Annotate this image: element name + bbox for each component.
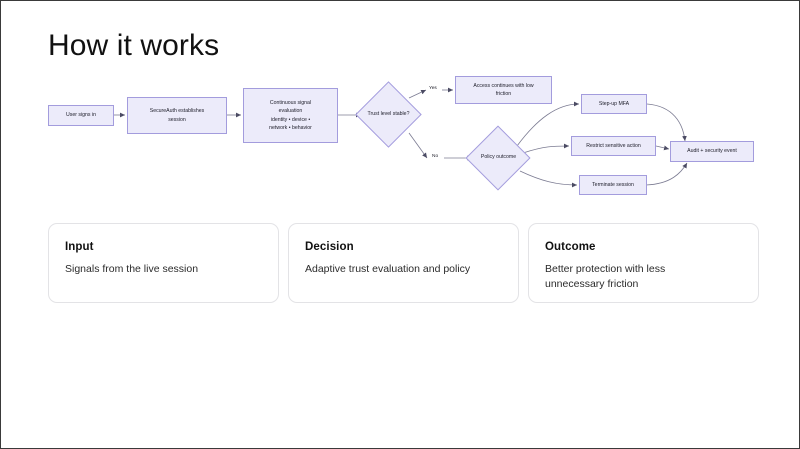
card-title: Outcome bbox=[545, 241, 596, 253]
flow-node-user-signs-in[interactable]: User signs in bbox=[48, 105, 114, 126]
card-title: Input bbox=[65, 241, 94, 253]
flow-node-label: Step-up MFA bbox=[598, 100, 630, 107]
card-body: Adaptive trust evaluation and policy bbox=[305, 263, 471, 275]
card-title: Decision bbox=[305, 241, 354, 253]
flow-node-label: User signs in bbox=[66, 112, 96, 119]
flow-node-secureauth-session[interactable]: SecureAuth establishes session bbox=[127, 97, 227, 134]
card-body: Signals from the live session bbox=[65, 263, 199, 275]
page-title: How it works bbox=[48, 29, 220, 62]
flow-node-label: Continuous signal evaluation identity • … bbox=[269, 100, 312, 131]
flow-node-step-up-mfa[interactable]: Step-up MFA bbox=[581, 94, 647, 114]
flow-decision-policy-outcome-label: Policy outcome bbox=[480, 154, 517, 161]
flow-node-continuous-signal[interactable]: Continuous signal evaluation identity • … bbox=[243, 88, 338, 143]
flow-node-label: Restrict sensitive action bbox=[586, 142, 641, 149]
card-body: Better protection with less unnecessary … bbox=[545, 263, 666, 291]
flow-node-terminate-session[interactable]: Terminate session bbox=[579, 175, 647, 195]
card-input[interactable]: Input Signals from the live session bbox=[48, 223, 279, 303]
flow-node-restrict-sensitive-action[interactable]: Restrict sensitive action bbox=[571, 136, 656, 156]
flow-node-label: SecureAuth establishes session bbox=[149, 108, 205, 123]
card-outcome[interactable]: Outcome Better protection with less unne… bbox=[528, 223, 759, 303]
flow-node-label: Terminate session bbox=[592, 181, 634, 188]
flow-node-audit-security-event[interactable]: Audit + security event bbox=[670, 141, 754, 162]
edge-label-no: No bbox=[431, 154, 440, 159]
flow-node-label: Access continues with low friction bbox=[473, 82, 534, 97]
flow-node-access-low-friction[interactable]: Access continues with low friction bbox=[455, 76, 552, 104]
flow-decision-trust-level-stable-label: Trust level stable? bbox=[367, 110, 410, 117]
card-decision[interactable]: Decision Adaptive trust evaluation and p… bbox=[288, 223, 519, 303]
flow-node-label: Audit + security event bbox=[687, 148, 737, 155]
edge-label-yes: Yes bbox=[428, 86, 438, 91]
